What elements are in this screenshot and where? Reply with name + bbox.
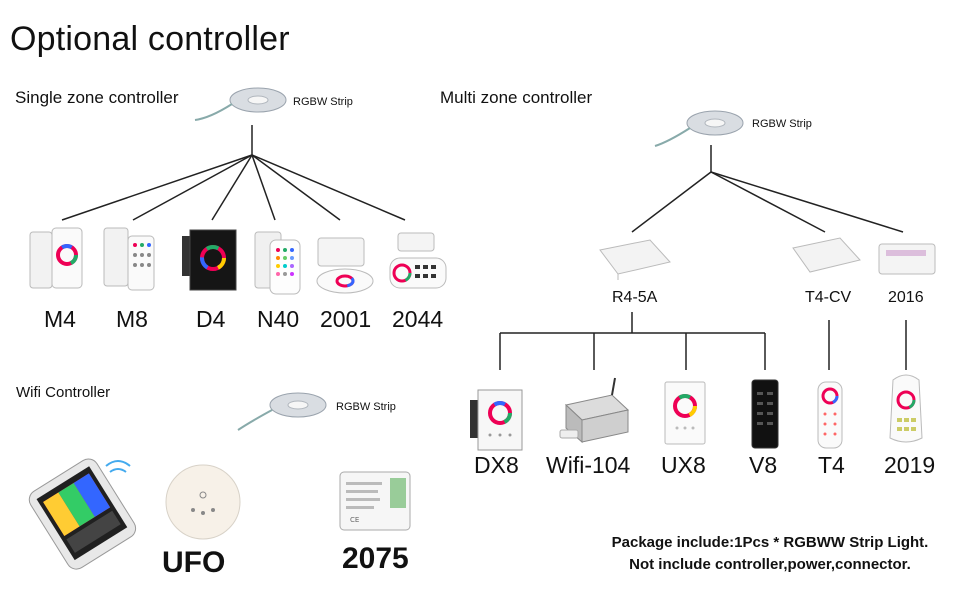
remote-label-2019: 2019 — [884, 452, 936, 478]
multi-zone-strip-label: RGBW Strip — [752, 118, 812, 130]
single-zone-strip-label: RGBW Strip — [293, 96, 353, 108]
dx8-product-image — [470, 389, 523, 451]
package-note: Package include:1Pcs * RGBWW Strip Light… — [600, 534, 940, 573]
2016-product-image — [878, 243, 936, 275]
m8-product-image — [103, 227, 155, 291]
model-label-2044: 2044 — [392, 306, 444, 332]
wifi-heading: Wifi Controller — [16, 384, 111, 401]
model-label-ufo: UFO — [162, 546, 226, 579]
2044-product-image — [389, 232, 447, 289]
remote-label-v8: V8 — [749, 452, 778, 478]
receiver-label-r4-5a: R4-5A — [612, 289, 658, 306]
model-label-m8: M8 — [116, 306, 148, 332]
page-title: Optional controller — [10, 20, 290, 58]
n40-product-image — [254, 231, 301, 295]
receiver-label-2016: 2016 — [888, 289, 924, 306]
model-label-2001: 2001 — [320, 306, 372, 332]
rgbw-strip-image-multi — [654, 110, 744, 147]
rgbw-strip-image-single — [194, 87, 287, 121]
2001-product-image — [316, 237, 374, 294]
t4-product-image — [817, 381, 843, 449]
remote-label-t4: T4 — [818, 452, 845, 478]
model-label-2075: 2075 — [342, 542, 409, 575]
2019-product-image — [889, 374, 923, 443]
package-note-line-2: Not include controller,power,connector. — [629, 556, 911, 573]
2075-product-image: CE — [339, 471, 411, 531]
wifi-104-product-image — [559, 377, 630, 444]
package-note-line-1: Package include:1Pcs * RGBWW Strip Light… — [611, 534, 929, 551]
rgbw-strip-image-wifi — [237, 392, 327, 431]
model-label-m4: M4 — [44, 306, 76, 332]
m4-product-image — [29, 227, 83, 289]
remote-label-ux8: UX8 — [661, 452, 706, 478]
single-zone-heading: Single zone controller — [15, 88, 179, 107]
multi-zone-heading: Multi zone controller — [440, 88, 593, 107]
v8-product-image — [751, 379, 779, 449]
ufo-product-image — [165, 464, 241, 540]
r4-5a-product-image — [599, 239, 671, 280]
ux8-product-image — [664, 381, 706, 445]
smartphone-app-image — [28, 458, 137, 570]
receiver-label-t4-cv: T4-CV — [805, 289, 852, 306]
remote-label-dx8: DX8 — [474, 452, 519, 478]
svg-text:CE: CE — [350, 516, 359, 524]
wifi-strip-label: RGBW Strip — [336, 401, 396, 413]
model-label-d4: D4 — [196, 306, 226, 332]
model-label-n40: N40 — [257, 306, 300, 332]
remote-label-wifi-104: Wifi-104 — [546, 452, 631, 478]
d4-product-image — [182, 229, 237, 291]
t4-cv-product-image — [792, 237, 861, 273]
